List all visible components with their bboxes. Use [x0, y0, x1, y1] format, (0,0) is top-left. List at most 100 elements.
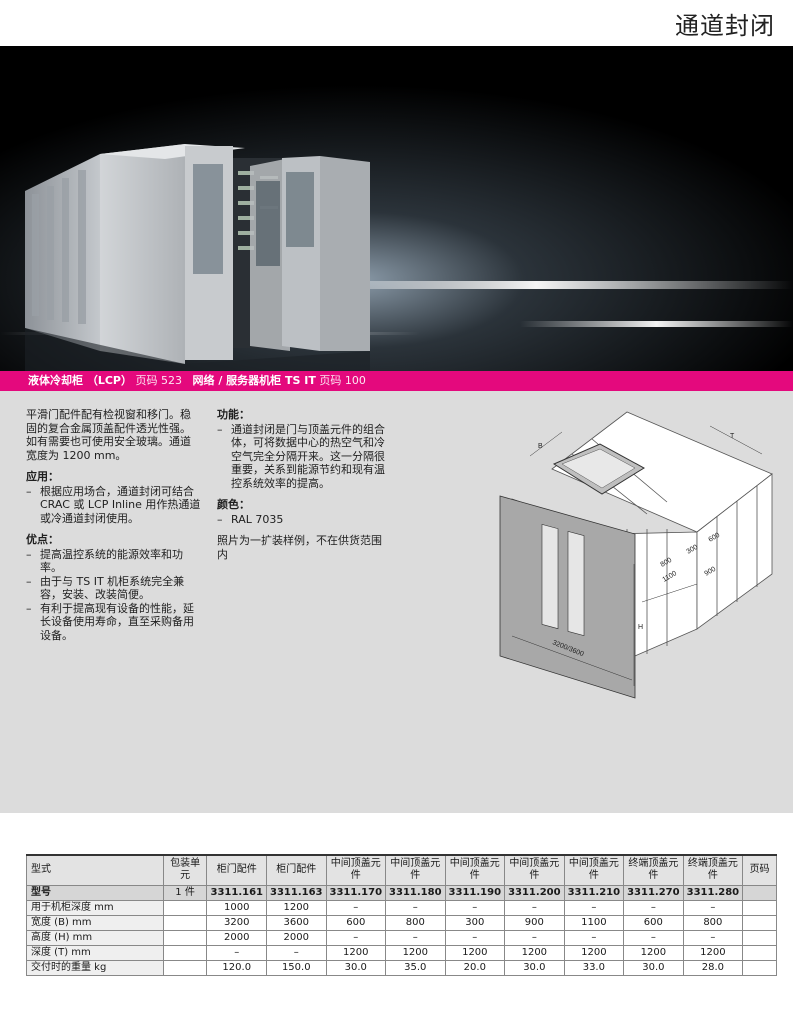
- table-cell: 600: [623, 914, 684, 931]
- photo-note: 照片为一扩装样例，不在供货范围内: [217, 534, 382, 561]
- function-list: 通道封闭是门与顶盖元件的组合体，可将数据中心的热空气和冷空气完全分隔开来。这一分…: [217, 423, 392, 491]
- advantages-list: 提高温控系统的能源效率和功率。 由于与 TS IT 机柜系统完全兼容，安装、改装…: [26, 548, 201, 643]
- table-cell: 3311.280: [682, 884, 744, 901]
- table-cell: 120.0: [206, 959, 267, 976]
- aisle-containment-diagram: B T H 800 300 600 1100 900 3200/3600: [492, 404, 782, 704]
- list-item: RAL 7035: [217, 513, 392, 527]
- table-cell: –: [563, 899, 625, 916]
- table-cell: –: [444, 899, 506, 916]
- list-item: 由于与 TS IT 机柜系统完全兼容，安装、改装简便。: [26, 575, 201, 602]
- list-item: 提高温控系统的能源效率和功率。: [26, 548, 201, 575]
- table-row: 交付时的重量 kg 120.0 150.0 30.0 35.0 20.0 30.…: [26, 959, 777, 976]
- table-cell: [742, 899, 777, 916]
- table-cell: 33.0: [563, 959, 625, 976]
- table-cell: [162, 944, 208, 961]
- table-cell: –: [682, 929, 744, 946]
- advantages-heading: 优点：: [26, 533, 59, 546]
- col-header: 终端顶盖元件: [623, 854, 684, 886]
- table-cell: 3311.190: [444, 884, 506, 901]
- table-cell: 1200: [682, 944, 744, 961]
- application-list: 根据应用场合，通道封闭可结合 CRAC 或 LCP Inline 用作热通道或冷…: [26, 485, 201, 526]
- table-cell: 300: [444, 914, 506, 931]
- row-label: 高度 (H) mm: [26, 929, 164, 946]
- dimension-label-800: 800: [660, 557, 674, 569]
- table-cell: 3311.210: [563, 884, 625, 901]
- table-cell: –: [504, 929, 565, 946]
- table-cell: –: [623, 929, 684, 946]
- table-cell: –: [444, 929, 506, 946]
- table-cell: 30.0: [504, 959, 565, 976]
- description-column-right: 功能： 通道封闭是门与顶盖元件的组合体，可将数据中心的热空气和冷空气完全分隔开来…: [217, 408, 392, 569]
- table-row: 用于机柜深度 mm 1000 1200 – – – – – – –: [26, 899, 777, 916]
- table-cell: –: [385, 929, 446, 946]
- table-cell: [162, 929, 208, 946]
- table-cell: 2000: [206, 929, 267, 946]
- col-header: 柜门配件: [266, 854, 327, 886]
- col-header: 中间顶盖元件: [385, 854, 446, 886]
- list-item: 根据应用场合，通道封闭可结合 CRAC 或 LCP Inline 用作热通道或冷…: [26, 485, 201, 526]
- table-cell: 1200: [385, 944, 446, 961]
- col-header: 包装单元: [162, 854, 208, 886]
- lcp-page-ref: 页码 523: [135, 374, 182, 387]
- table-cell: 1200: [563, 944, 625, 961]
- table-cell: [742, 914, 777, 931]
- page-title: 通道封闭: [675, 12, 775, 40]
- table-cell: 3600: [266, 914, 327, 931]
- color-heading: 颜色：: [217, 498, 250, 511]
- table-cell: 900: [504, 914, 565, 931]
- table-cell: 20.0: [444, 959, 506, 976]
- ts-it-page-ref: 页码 100: [319, 374, 366, 387]
- row-label: 型号: [26, 884, 164, 901]
- list-item: 有利于提高现有设备的性能，延长设备使用寿命，直至采购备用设备。: [26, 602, 201, 643]
- table-cell: 1100: [563, 914, 625, 931]
- table-row: 深度 (T) mm – – 1200 1200 1200 1200 1200 1…: [26, 944, 777, 961]
- table-cell: 150.0: [266, 959, 327, 976]
- col-header: 中间顶盖元件: [504, 854, 565, 886]
- table-cell: 35.0: [385, 959, 446, 976]
- table-cell: [742, 959, 777, 976]
- description-column-left: 平滑门配件配有检视窗和移门。稳固的复合金属顶盖配件透光性强。如有需要也可使用安全…: [26, 408, 201, 650]
- table-cell: [162, 959, 208, 976]
- table-cell: 1200: [444, 944, 506, 961]
- dimension-label-b: B: [538, 443, 543, 450]
- row-label: 深度 (T) mm: [26, 944, 164, 961]
- dimension-label-t: T: [730, 433, 735, 440]
- table-cell: 3311.161: [206, 884, 267, 901]
- row-label: 交付时的重量 kg: [26, 959, 164, 976]
- function-heading: 功能：: [217, 408, 250, 421]
- dimension-label-900: 900: [704, 566, 718, 578]
- table-cell: 3311.200: [504, 884, 565, 901]
- intro-text: 平滑门配件配有检视窗和移门。稳固的复合金属顶盖配件透光性强。如有需要也可使用安全…: [26, 408, 191, 462]
- table-cell: [162, 914, 208, 931]
- table-cell: 3200: [206, 914, 267, 931]
- table-cell: 1200: [325, 944, 387, 961]
- table-cell: 1000: [206, 899, 267, 916]
- table-cell: 1200: [504, 944, 565, 961]
- table-cell: –: [325, 899, 387, 916]
- col-header: 终端顶盖元件: [682, 854, 744, 886]
- table-row: 型号 1 件 3311.161 3311.163 3311.170 3311.1…: [26, 884, 777, 901]
- col-header: 柜门配件: [206, 854, 267, 886]
- table-cell: [162, 899, 208, 916]
- ts-it-link[interactable]: 网络 / 服务器机柜 TS IT: [192, 374, 316, 387]
- row-label: 宽度 (B) mm: [26, 914, 164, 931]
- table-cell: [742, 929, 777, 946]
- table-cell: 28.0: [682, 959, 744, 976]
- table-cell: 3311.270: [623, 884, 684, 901]
- table-cell: –: [623, 899, 684, 916]
- lcp-link[interactable]: 液体冷却柜 （LCP）: [28, 374, 132, 387]
- table-cell: –: [266, 944, 327, 961]
- hero-photo: [0, 46, 793, 371]
- color-list: RAL 7035: [217, 513, 392, 527]
- table-cell: 800: [385, 914, 446, 931]
- dimension-label-600: 600: [708, 532, 722, 544]
- table-cell: –: [504, 899, 565, 916]
- table-cell: 3311.170: [325, 884, 387, 901]
- col-header: 型式: [26, 854, 164, 886]
- table-cell: 30.0: [325, 959, 387, 976]
- table-cell: –: [325, 929, 387, 946]
- table-cell: 3311.180: [385, 884, 446, 901]
- application-heading: 应用：: [26, 470, 59, 483]
- table-cell: 600: [325, 914, 387, 931]
- col-header: 页码: [742, 854, 777, 886]
